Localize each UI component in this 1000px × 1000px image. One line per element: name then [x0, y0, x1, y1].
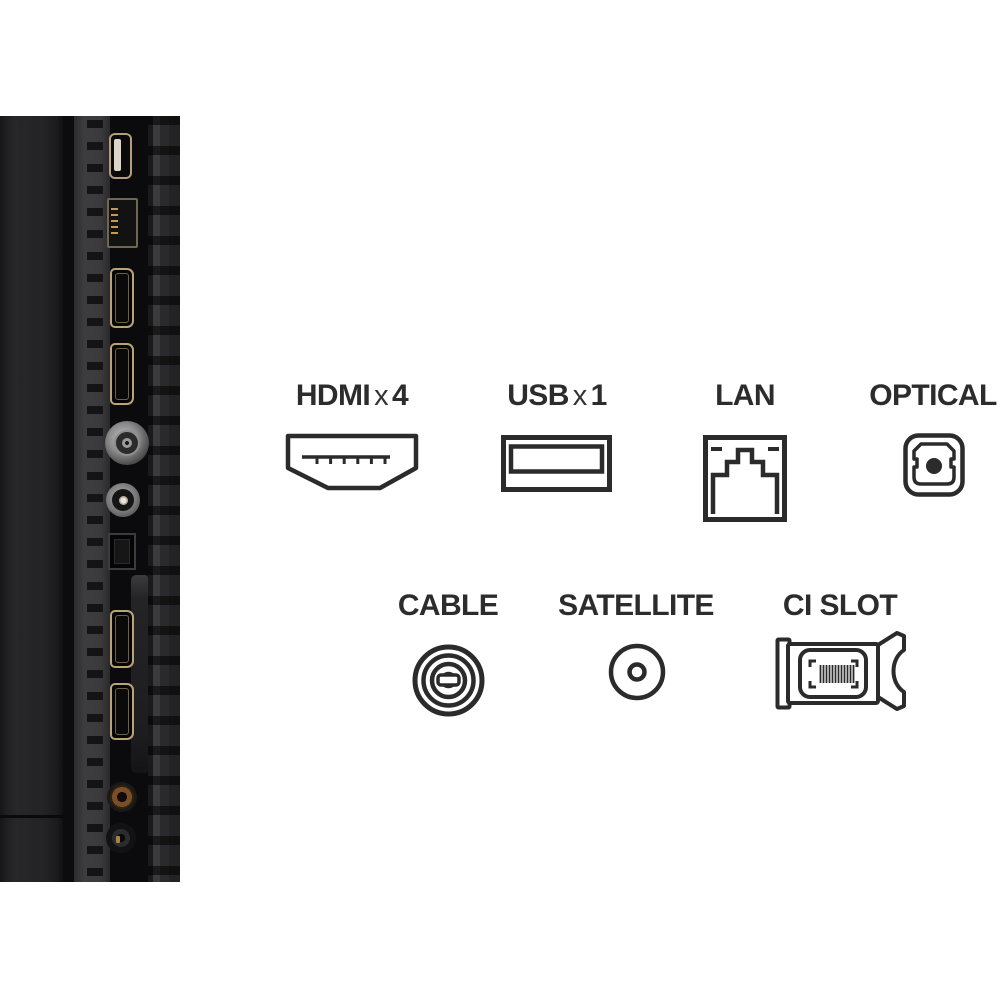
- tv-back-cover: [148, 116, 180, 882]
- antenna-coax-port: [105, 421, 149, 465]
- label-optical: OPTICAL: [833, 381, 1000, 411]
- hdmi-port-3: [110, 610, 134, 668]
- label-optical-name: OPTICAL: [869, 379, 997, 412]
- ci-slot-cover: [131, 575, 148, 773]
- headphone-jack: [106, 823, 136, 853]
- label-lan: LAN: [645, 381, 845, 411]
- label-usb-times: x: [572, 380, 588, 412]
- vent-holes: [87, 120, 103, 882]
- optical-audio-icon: [903, 433, 965, 497]
- hdmi-connector-icon: [285, 433, 419, 491]
- tv-bezel: [0, 116, 63, 882]
- label-ci-slot-name: CI SLOT: [782, 589, 898, 622]
- label-cable: CABLE: [348, 591, 548, 621]
- usb-port-icon: [501, 435, 612, 492]
- coax-cable-icon: [412, 644, 485, 717]
- label-cable-name: CABLE: [397, 589, 499, 622]
- ethernet-port-icon: [703, 435, 787, 522]
- hdmi-port-1: [110, 268, 134, 328]
- ci-module-icon: [775, 631, 906, 711]
- label-satellite: SATELLITE: [536, 591, 736, 621]
- av-jack: [107, 782, 137, 812]
- label-hdmi-name: HDMI: [295, 379, 371, 412]
- label-satellite-name: SATELLITE: [558, 589, 714, 622]
- optical-port: [108, 533, 136, 570]
- label-usb-count: 1: [590, 379, 608, 412]
- label-hdmi-times: x: [374, 380, 389, 412]
- satellite-connector-icon: [608, 643, 666, 701]
- tv-side-panel-photo: [0, 116, 180, 882]
- label-lan-name: LAN: [715, 379, 775, 412]
- hdmi-port-4: [110, 683, 134, 740]
- satellite-f-port: [106, 483, 140, 517]
- label-usb-name: USB: [507, 379, 569, 412]
- tv-bezel-seam: [0, 815, 63, 818]
- vent-strip: [74, 116, 110, 882]
- usb-port: [109, 133, 132, 179]
- ethernet-port: [107, 198, 138, 248]
- label-ci-slot: CI SLOT: [740, 591, 940, 621]
- label-hdmi-count: 4: [392, 379, 409, 412]
- hdmi-port-2: [110, 343, 134, 405]
